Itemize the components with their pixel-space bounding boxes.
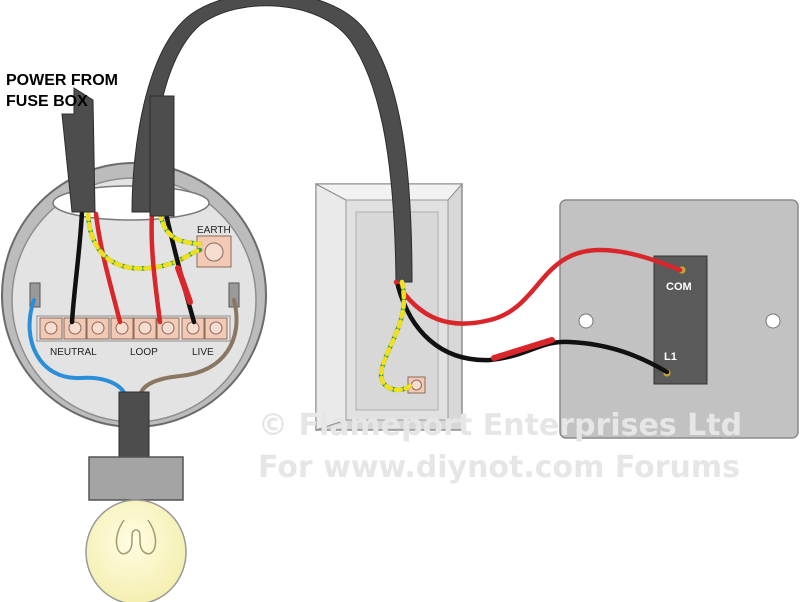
rose-earth-terminal-screw: [204, 242, 224, 262]
bulb-icon: [85, 499, 187, 602]
switch-return-wire: [163, 211, 197, 325]
power-from-fuse-box-label: POWER FROM FUSE BOX: [6, 72, 118, 110]
switch-cable-rose-end: [149, 95, 175, 217]
watermark-forums: For www.diynot.com Forums: [258, 450, 741, 485]
l1-red-sleeve: [491, 337, 555, 361]
lamp-neutral-wire: [27, 298, 128, 400]
switch-return-red-sleeve: [175, 265, 193, 305]
neutral-label: NEUTRAL: [50, 347, 97, 358]
switch-rocker-body: [653, 255, 708, 385]
terminal-block-loop: [110, 317, 180, 340]
switch-back-box: [315, 183, 464, 431]
terminal-block-live: [181, 317, 228, 340]
switch-screw-hole-right: [765, 313, 781, 329]
supply-live-wire: [93, 211, 123, 325]
lamp-live-wire: [138, 298, 239, 400]
pendant-flex: [118, 391, 150, 461]
supply-neutral-wire: [69, 209, 85, 325]
bulb-filament: [115, 519, 157, 555]
cable-sheaths: [61, 0, 413, 283]
earth-terminal-screw: [411, 379, 422, 391]
rose-wiring: [27, 209, 239, 400]
loop-label: LOOP: [130, 347, 158, 358]
com-terminal-label: COM: [666, 281, 692, 293]
rose-mount-post-left: [29, 282, 41, 308]
supply-cable: [61, 87, 96, 213]
earth-label: EARTH: [197, 225, 231, 236]
l1-terminal-label: L1: [664, 351, 677, 363]
lampholder: [88, 456, 184, 501]
l1-black-wire: [395, 283, 670, 375]
terminal-block-neutral: [39, 317, 110, 340]
com-red-wire: [393, 247, 683, 326]
lamp-assembly: [85, 391, 187, 602]
switch-wiring: [378, 247, 683, 392]
ceiling-rose: EARTH NEUTRAL LOOP LIVE: [1, 162, 267, 428]
switch-screw-hole-left: [578, 313, 594, 329]
rose-earth-terminal: [196, 235, 232, 268]
light-switch: COM L1: [559, 199, 799, 439]
switch-feed-red-wire: [149, 211, 163, 325]
live-label: LIVE: [192, 347, 214, 358]
switch-cable: [131, 0, 413, 283]
watermark-copyright: © Flameport Enterprises Ltd: [258, 408, 743, 443]
back-box-left-wall: [315, 183, 347, 431]
